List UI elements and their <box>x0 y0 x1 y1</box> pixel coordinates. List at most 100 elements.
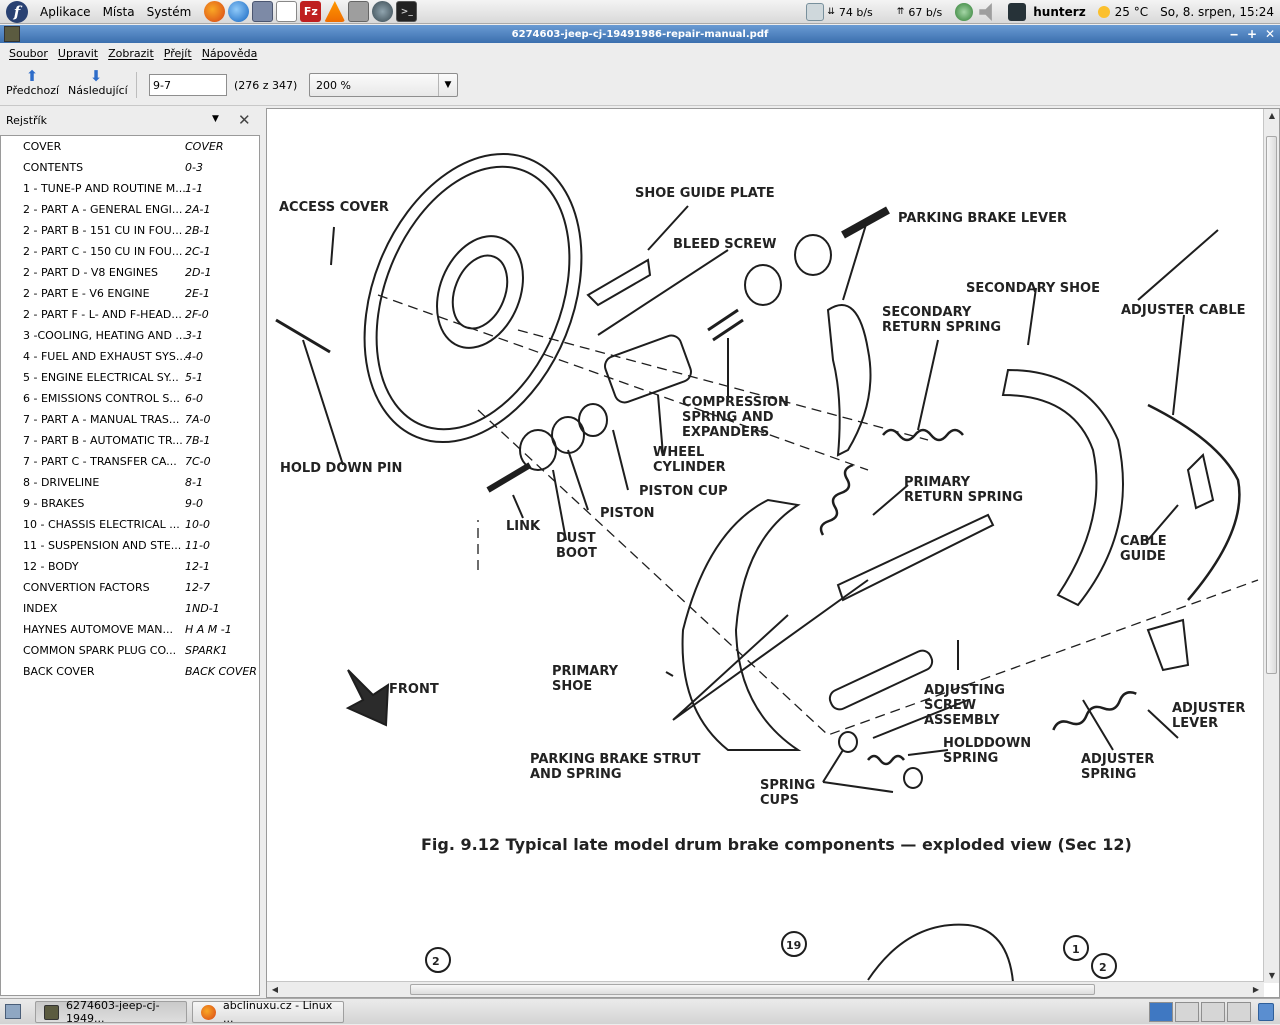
index-item[interactable]: 11 - SUSPENSION AND STE...11-0 <box>1 535 259 556</box>
index-item[interactable]: 7 - PART B - AUTOMATIC TR...7B-1 <box>1 430 259 451</box>
menu-applications[interactable]: Aplikace <box>40 4 91 19</box>
page-number-input[interactable] <box>149 74 227 96</box>
task-firefox[interactable]: abclinuxu.cz - Linux ... <box>192 999 344 1025</box>
volume-icon[interactable] <box>979 3 992 21</box>
index-item-page: 12-1 <box>185 560 210 573</box>
vlc-icon[interactable] <box>324 1 346 22</box>
zoom-select[interactable]: 200 % ▼ <box>309 73 458 97</box>
label-holddown-2: SPRING <box>943 751 998 766</box>
menu-file[interactable]: Soubor <box>9 47 48 60</box>
window-title: 6274603-jeep-cj-19491986-repair-manual.p… <box>511 28 769 40</box>
trash-icon[interactable] <box>1258 1003 1274 1021</box>
index-item[interactable]: 2 - PART A - GENERAL ENGI...2A-1 <box>1 199 259 220</box>
user-avatar-icon[interactable] <box>1008 3 1027 21</box>
maximize-icon[interactable]: + <box>1246 27 1258 41</box>
label-compression-2: SPRING AND <box>682 410 774 425</box>
weather-sun-icon[interactable] <box>1097 6 1110 18</box>
show-desktop-icon[interactable] <box>5 1004 21 1019</box>
messenger-icon[interactable] <box>955 3 974 21</box>
index-item-title: 7 - PART A - MANUAL TRAS... <box>23 413 180 426</box>
fedora-logo-icon[interactable]: f <box>6 0 28 23</box>
net-upload-rate: 67 b/s <box>908 5 943 19</box>
weather-temperature[interactable]: 25 °C <box>1114 5 1149 19</box>
label-adjusting-3: ASSEMBLY <box>924 713 1000 728</box>
menu-go[interactable]: Přejít <box>163 47 192 60</box>
vertical-scrollbar[interactable]: ▲ ▼ <box>1263 109 1279 983</box>
label-secondary-return-spring-2: RETURN SPRING <box>882 320 1001 335</box>
calculator-icon[interactable] <box>252 1 274 22</box>
scroll-right-icon[interactable]: ▶ <box>1252 985 1260 994</box>
index-item-page: 6-0 <box>185 392 203 405</box>
previous-page-button[interactable]: ⬆ Předchozí <box>6 68 59 102</box>
index-item-page: 10-0 <box>185 518 210 531</box>
label-adjuster-lever-2: LEVER <box>1172 716 1218 731</box>
menu-view[interactable]: Zobrazit <box>108 47 154 60</box>
index-item[interactable]: 2 - PART F - L- AND F-HEAD...2F-0 <box>1 304 259 325</box>
index-item[interactable]: COMMON SPARK PLUG CO...SPARK1 <box>1 640 259 661</box>
close-window-icon[interactable]: ✕ <box>1264 27 1276 41</box>
text-editor-icon[interactable] <box>276 1 298 22</box>
horizontal-scrollbar[interactable]: ◀ ▶ <box>267 981 1264 997</box>
minimize-icon[interactable]: ‒ <box>1229 27 1239 41</box>
document-view[interactable]: ACCESS COVER SHOE GUIDE PLATE BLEED SCRE… <box>266 108 1280 998</box>
user-name[interactable]: hunterz <box>1033 5 1086 19</box>
next-page-button[interactable]: ⬇ Následující <box>68 68 128 102</box>
task-pdf-viewer[interactable]: 6274603-jeep-cj-1949... <box>35 999 187 1025</box>
index-item[interactable]: 1 - TUNE-P AND ROUTINE M...1-1 <box>1 178 259 199</box>
index-item-title: 9 - BRAKES <box>23 497 85 510</box>
sidebar-dropdown-icon[interactable]: ▼ <box>212 114 219 124</box>
chevron-down-icon[interactable]: ▼ <box>438 74 457 96</box>
terminal-icon[interactable]: >_ <box>396 1 418 22</box>
thunderbird-icon[interactable] <box>228 1 250 22</box>
index-item[interactable]: 2 - PART B - 151 CU IN FOU...2B-1 <box>1 220 259 241</box>
scroll-left-icon[interactable]: ◀ <box>271 985 279 994</box>
index-item[interactable]: 6 - EMISSIONS CONTROL S...6-0 <box>1 388 259 409</box>
vertical-scroll-thumb[interactable] <box>1266 136 1277 674</box>
workspace-3[interactable] <box>1201 1002 1225 1022</box>
index-item[interactable]: 4 - FUEL AND EXHAUST SYS...4-0 <box>1 346 259 367</box>
horizontal-scroll-thumb[interactable] <box>410 984 1095 995</box>
firefox-icon[interactable] <box>204 1 226 22</box>
index-item[interactable]: 10 - CHASSIS ELECTRICAL ...10-0 <box>1 514 259 535</box>
workspace-1[interactable] <box>1149 1002 1173 1022</box>
index-item[interactable]: 2 - PART C - 150 CU IN FOU...2C-1 <box>1 241 259 262</box>
screenshot-icon[interactable] <box>348 1 370 22</box>
index-item-page: 7A-0 <box>185 413 211 426</box>
sidebar-title[interactable]: Rejstřík <box>6 113 47 127</box>
index-item[interactable]: 7 - PART C - TRANSFER CA...7C-0 <box>1 451 259 472</box>
index-item[interactable]: 5 - ENGINE ELECTRICAL SY...5-1 <box>1 367 259 388</box>
index-item[interactable]: HAYNES AUTOMOVE MAN...H A M -1 <box>1 619 259 640</box>
menu-places[interactable]: Místa <box>102 4 135 19</box>
scroll-up-icon[interactable]: ▲ <box>1268 111 1276 120</box>
workspace-2[interactable] <box>1175 1002 1199 1022</box>
label-secondary-shoe: SECONDARY SHOE <box>966 281 1100 296</box>
index-item[interactable]: 7 - PART A - MANUAL TRAS... 7A-0 <box>1 409 259 430</box>
workspace-4[interactable] <box>1227 1002 1251 1022</box>
window-titlebar[interactable]: 6274603-jeep-cj-19491986-repair-manual.p… <box>0 25 1280 43</box>
filezilla-icon[interactable]: Fz <box>300 1 322 22</box>
top-panel: f Aplikace Místa Systém Fz >_ ⇊ 74 b/s ⇈… <box>0 0 1280 24</box>
settings-icon[interactable] <box>372 1 394 22</box>
menu-help[interactable]: Nápověda <box>201 47 258 60</box>
label-link: LINK <box>506 519 541 534</box>
close-sidebar-icon[interactable]: ✕ <box>238 111 251 129</box>
index-item[interactable]: 3 -COOLING, HEATING AND ...3-1 <box>1 325 259 346</box>
label-spring-cups-1: SPRING <box>760 778 815 793</box>
window-menu-icon[interactable] <box>4 26 20 42</box>
panel-clock[interactable]: So, 8. srpen, 15:24 <box>1160 5 1274 19</box>
menu-system[interactable]: Systém <box>146 4 192 19</box>
scroll-down-icon[interactable]: ▼ <box>1268 971 1276 980</box>
menu-edit[interactable]: Upravit <box>57 47 99 60</box>
network-monitor-icon[interactable] <box>806 3 825 21</box>
